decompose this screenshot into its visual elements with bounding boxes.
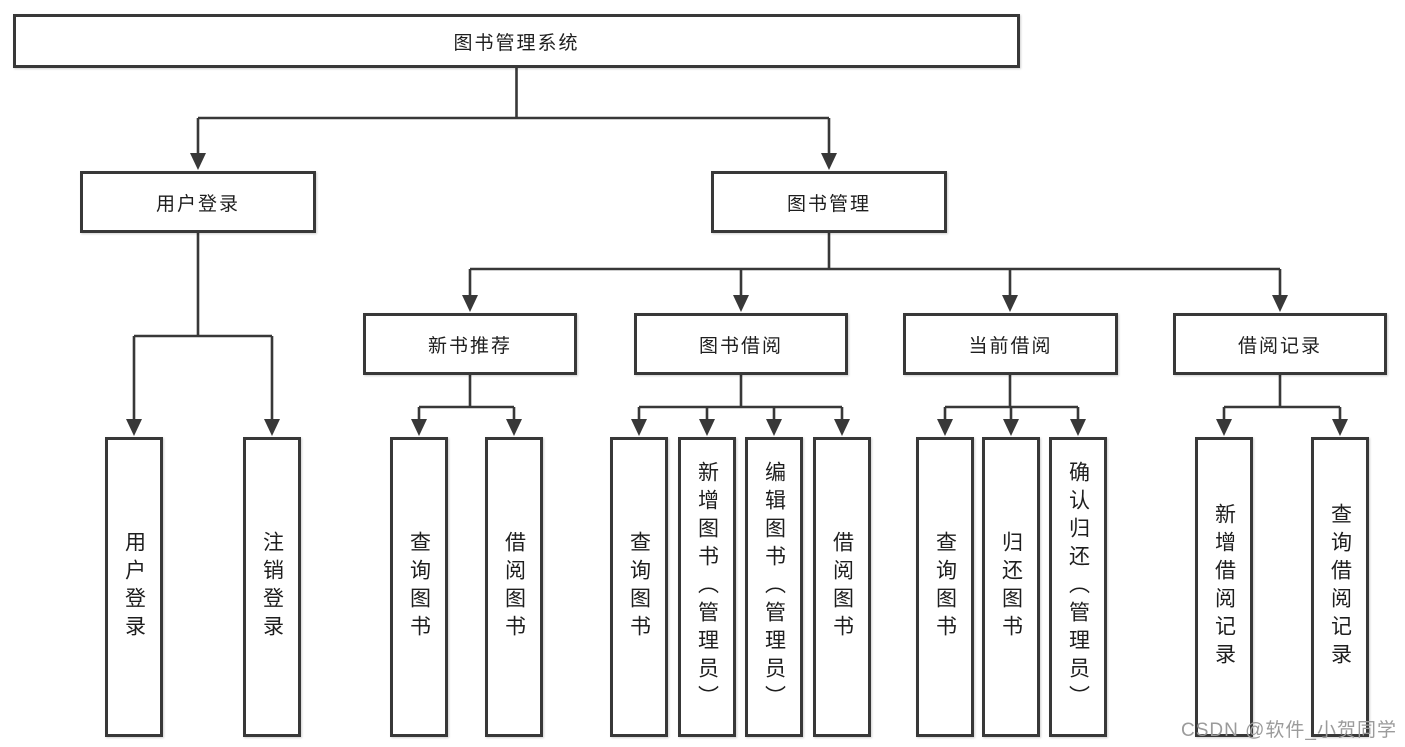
node-bb-borrow-books-label: 借阅图书	[830, 531, 854, 643]
node-book-borrowing: 图书借阅	[634, 313, 848, 375]
node-logout-label: 注销登录	[260, 531, 284, 643]
node-root: 图书管理系统	[13, 14, 1020, 68]
node-cb-query-books-label: 查询图书	[933, 531, 957, 643]
node-br-add-record-label: 新增借阅记录	[1212, 503, 1236, 671]
node-user-login: 用户登录	[80, 171, 316, 233]
node-new-book-recommend-label: 新书推荐	[427, 335, 512, 357]
node-bb-add-book-admin-label: 新增图书（管理员）	[695, 461, 719, 713]
node-book-management: 图书管理	[711, 171, 947, 233]
node-login: 用户登录	[105, 437, 163, 737]
node-br-add-record: 新增借阅记录	[1195, 437, 1253, 737]
node-cb-confirm-return-admin-label: 确认归还（管理员）	[1066, 461, 1090, 713]
node-bb-borrow-books: 借阅图书	[813, 437, 871, 737]
node-bb-query-books: 查询图书	[610, 437, 668, 737]
node-book-management-label: 图书管理	[786, 193, 871, 215]
node-root-label: 图书管理系统	[453, 32, 580, 54]
node-current-borrowing: 当前借阅	[903, 313, 1118, 375]
node-nb-query-books-label: 查询图书	[407, 531, 431, 643]
node-borrowing-records-label: 借阅记录	[1237, 335, 1322, 357]
node-user-login-label: 用户登录	[155, 193, 240, 215]
node-br-query-record: 查询借阅记录	[1311, 437, 1369, 737]
node-cb-return-books-label: 归还图书	[999, 531, 1023, 643]
node-logout: 注销登录	[243, 437, 301, 737]
node-borrowing-records: 借阅记录	[1173, 313, 1387, 375]
node-nb-borrow-books-label: 借阅图书	[502, 531, 526, 643]
node-nb-borrow-books: 借阅图书	[485, 437, 543, 737]
node-bb-edit-book-admin: 编辑图书（管理员）	[745, 437, 803, 737]
node-cb-confirm-return-admin: 确认归还（管理员）	[1049, 437, 1107, 737]
node-book-borrowing-label: 图书借阅	[698, 335, 783, 357]
node-bb-edit-book-admin-label: 编辑图书（管理员）	[762, 461, 786, 713]
csdn-watermark: CSDN @软件_小贺同学	[1181, 720, 1397, 741]
node-br-query-record-label: 查询借阅记录	[1328, 503, 1352, 671]
node-new-book-recommend: 新书推荐	[363, 313, 577, 375]
node-cb-return-books: 归还图书	[982, 437, 1040, 737]
node-cb-query-books: 查询图书	[916, 437, 974, 737]
node-login-label: 用户登录	[122, 531, 146, 643]
node-nb-query-books: 查询图书	[390, 437, 448, 737]
node-bb-query-books-label: 查询图书	[627, 531, 651, 643]
node-current-borrowing-label: 当前借阅	[968, 335, 1053, 357]
node-bb-add-book-admin: 新增图书（管理员）	[678, 437, 736, 737]
